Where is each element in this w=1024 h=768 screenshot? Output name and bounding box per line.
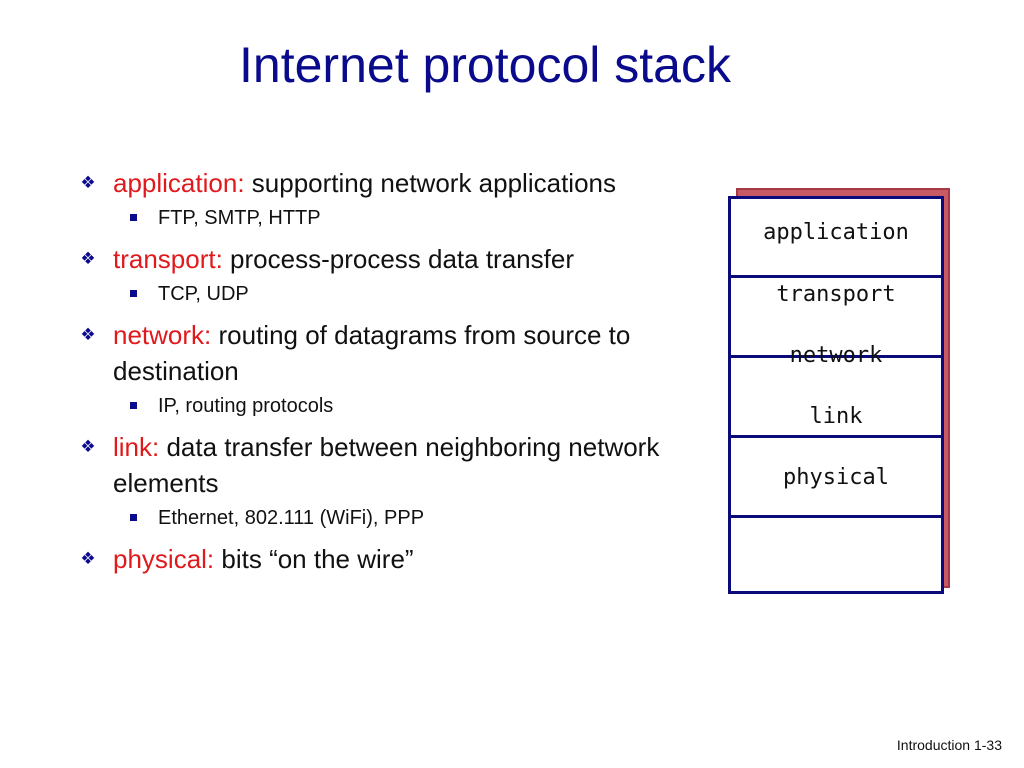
stack-divider bbox=[731, 435, 941, 438]
bullet-list: ❖ application: supporting network applic… bbox=[78, 165, 688, 577]
diamond-bullet-icon: ❖ bbox=[80, 549, 96, 568]
stack-layer-network: network bbox=[789, 343, 883, 368]
layer-name-physical: physical: bbox=[113, 544, 215, 574]
layer-description-network: routing of datagrams from source to dest… bbox=[113, 320, 631, 386]
layer-name-network: network: bbox=[113, 320, 212, 350]
slide-title: Internet protocol stack bbox=[239, 37, 731, 93]
bullet-transport: ❖ transport: process-process data transf… bbox=[78, 241, 688, 277]
diamond-bullet-icon: ❖ bbox=[80, 325, 96, 344]
stack-layer-application: application bbox=[763, 220, 909, 245]
stack-layer-transport: transport bbox=[776, 282, 896, 307]
square-bullet-icon bbox=[130, 290, 137, 297]
diamond-bullet-icon: ❖ bbox=[80, 437, 96, 456]
examples-network: IP, routing protocols bbox=[158, 395, 334, 417]
stack-divider bbox=[731, 275, 941, 278]
layer-description-link: data transfer between neighboring networ… bbox=[113, 432, 660, 498]
layer-name-link: link: bbox=[113, 432, 160, 462]
square-bullet-icon bbox=[130, 214, 137, 221]
sub-bullet-application: FTP, SMTP, HTTP bbox=[78, 205, 688, 231]
examples-application: FTP, SMTP, HTTP bbox=[158, 207, 321, 229]
examples-link: Ethernet, 802.111 (WiFi), PPP bbox=[158, 507, 425, 529]
diamond-bullet-icon: ❖ bbox=[80, 173, 96, 192]
stack-layer-physical: physical bbox=[783, 465, 889, 490]
diamond-bullet-icon: ❖ bbox=[80, 249, 96, 268]
sub-bullet-transport: TCP, UDP bbox=[78, 281, 688, 307]
bullet-network: ❖ network: routing of datagrams from sou… bbox=[78, 317, 688, 389]
square-bullet-icon bbox=[130, 514, 137, 521]
layer-description-application: supporting network applications bbox=[244, 168, 616, 198]
square-bullet-icon bbox=[130, 402, 137, 409]
protocol-stack-diagram: application transport network link physi… bbox=[728, 196, 944, 594]
examples-transport: TCP, UDP bbox=[158, 283, 249, 305]
sub-bullet-network: IP, routing protocols bbox=[78, 393, 688, 419]
stack-divider bbox=[731, 515, 941, 518]
stack-layer-link: link bbox=[809, 404, 863, 429]
layer-name-application: application: bbox=[113, 168, 245, 198]
slide-footer: Introduction 1-33 bbox=[896, 737, 1002, 753]
bullet-application: ❖ application: supporting network applic… bbox=[78, 165, 688, 201]
layer-description-physical: bits “on the wire” bbox=[214, 544, 414, 574]
layer-description-transport: process-process data transfer bbox=[222, 244, 574, 274]
bullet-link: ❖ link: data transfer between neighborin… bbox=[78, 429, 688, 501]
layer-name-transport: transport: bbox=[113, 244, 223, 274]
stack-divider bbox=[731, 355, 941, 358]
bullet-physical: ❖ physical: bits “on the wire” bbox=[78, 541, 688, 577]
sub-bullet-link: Ethernet, 802.111 (WiFi), PPP bbox=[78, 505, 688, 531]
